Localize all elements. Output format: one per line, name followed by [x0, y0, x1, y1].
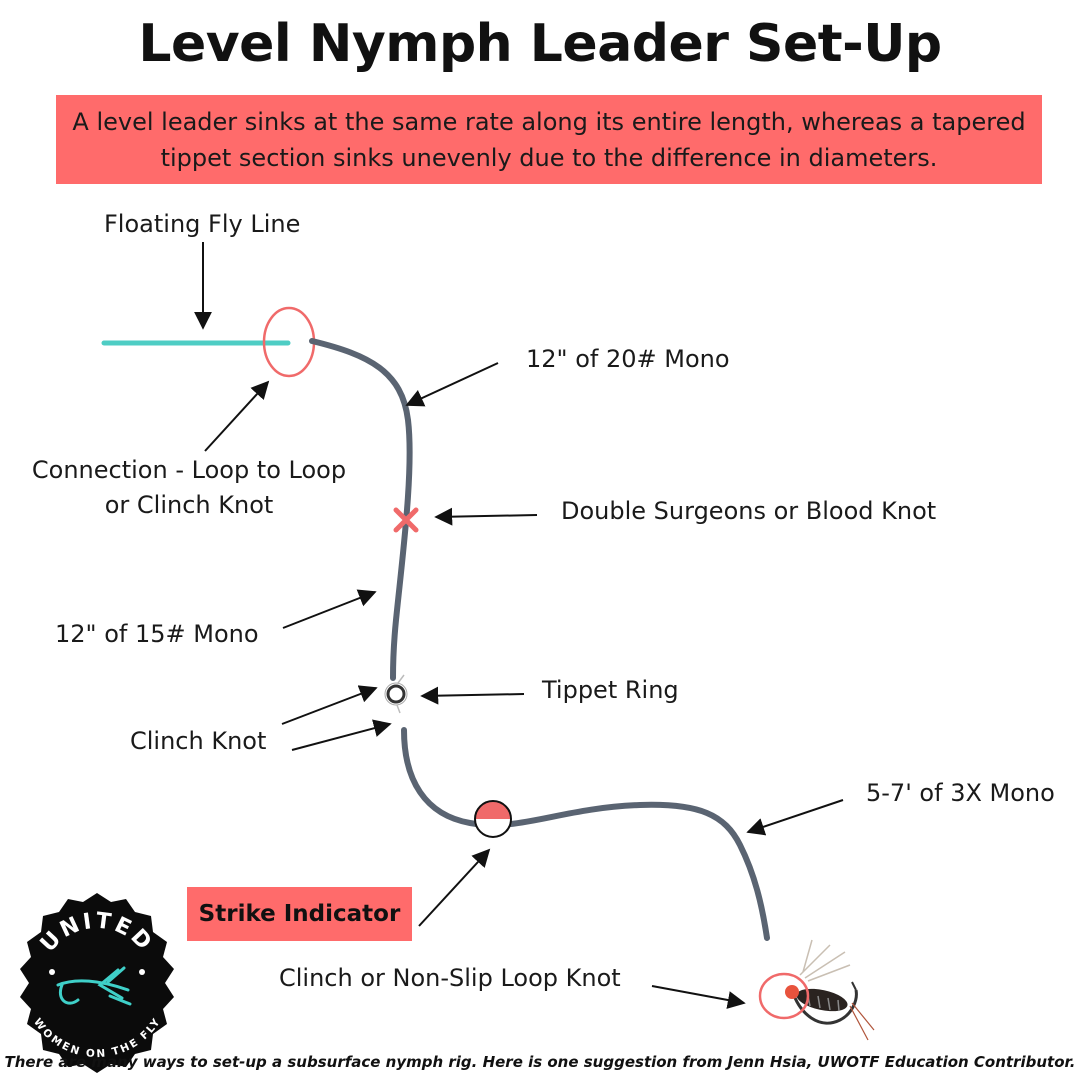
label-clinch-knot: Clinch Knot — [130, 727, 267, 755]
logo-fly-icon — [56, 966, 132, 1006]
nymph-fly-icon — [758, 939, 875, 1041]
arrow-double-surgeons — [434, 507, 538, 526]
arrow-mono-20 — [405, 362, 499, 407]
label-connection: Connection - Loop to Loop or Clinch Knot — [24, 453, 354, 523]
label-floating-fly-line: Floating Fly Line — [104, 210, 301, 238]
arrow-clinch-lower — [291, 719, 392, 751]
info-banner: A level leader sinks at the same rate al… — [56, 95, 1042, 184]
label-connection-line1: Connection - Loop to Loop — [31, 456, 347, 484]
tippet-3x — [401, 727, 770, 941]
blood-knot-x-icon — [393, 507, 419, 533]
label-double-surgeons: Double Surgeons or Blood Knot — [561, 497, 937, 525]
arrow-tippet-ring — [420, 686, 525, 705]
label-strike-indicator: Strike Indicator — [198, 901, 401, 927]
page-title: Level Nymph Leader Set-Up — [138, 14, 942, 74]
label-clinch-nonslip: Clinch or Non-Slip Loop Knot — [279, 964, 621, 992]
arrow-mono-15 — [282, 589, 377, 629]
arrow-connection — [204, 380, 270, 452]
arrow-clinch-nonslip — [651, 985, 746, 1009]
tippet-ring-icon — [384, 674, 408, 714]
label-mono-20: 12" of 20# Mono — [526, 345, 730, 373]
arrow-clinch-upper — [281, 685, 378, 725]
arrow-mono-3x — [746, 799, 844, 836]
label-connection-line2: or Clinch Knot — [104, 490, 274, 519]
footer-note: There are many ways to set-up a subsurfa… — [4, 1053, 1076, 1071]
leader-upper — [309, 338, 413, 681]
uwotf-logo: UNITED WOMEN ON THE FLY — [20, 893, 174, 1073]
label-mono-15: 12" of 15# Mono — [55, 620, 259, 648]
callout-arrows — [194, 242, 844, 1009]
label-mono-3x: 5-7' of 3X Mono — [866, 779, 1055, 807]
arrow-strike-indicator — [418, 848, 491, 927]
strike-indicator-icon — [474, 800, 512, 838]
label-tippet-ring: Tippet Ring — [542, 676, 679, 704]
banner-text: A level leader sinks at the same rate al… — [72, 107, 1026, 172]
strike-indicator-box: Strike Indicator — [187, 887, 412, 941]
